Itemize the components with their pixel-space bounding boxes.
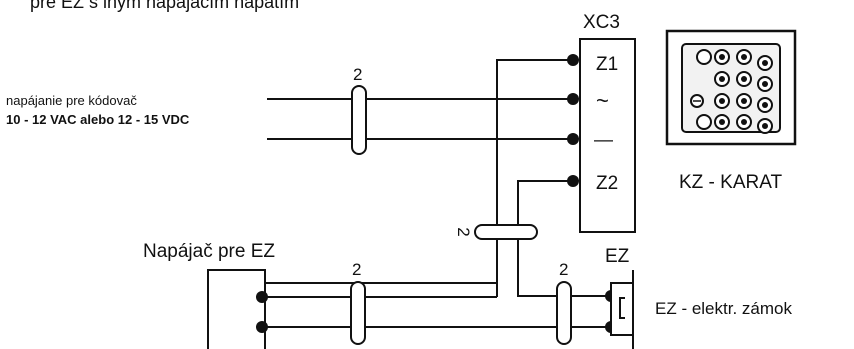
- pin-label-z2: Z2: [596, 173, 618, 194]
- pin-label-ac: ~: [596, 88, 609, 113]
- supply-label-1: napájanie pre kódovač: [6, 93, 137, 108]
- cable-ellipse-psu: [350, 281, 366, 345]
- wire-z1: [265, 59, 573, 284]
- cable-ellipse-lock: [556, 281, 572, 345]
- pin-label-minus: —: [594, 130, 613, 151]
- cable-ellipse-center: [474, 224, 538, 240]
- connector-label: XC3: [583, 12, 620, 33]
- cable-count-lock: 2: [559, 260, 568, 279]
- keypad-icon: [665, 29, 797, 146]
- psu-title: Napájač pre EZ: [143, 241, 275, 262]
- cable-count-center: 2: [454, 227, 473, 236]
- cable-count-supply: 2: [353, 65, 362, 84]
- diagram-header: pre EZ s iným napájacím napätím: [30, 0, 299, 12]
- cable-count-psu: 2: [352, 260, 361, 279]
- lock-caption: EZ - elektr. zámok: [655, 299, 792, 318]
- keypad-caption: KZ - KARAT: [679, 172, 782, 193]
- psu-box: [207, 269, 266, 349]
- lock-name: EZ: [605, 246, 630, 267]
- lock-body: [610, 282, 634, 336]
- lock-bracket-icon: [619, 297, 625, 319]
- connector-block: [579, 38, 636, 233]
- cable-ellipse-supply: [351, 85, 367, 155]
- pin-label-z1: Z1: [596, 54, 618, 75]
- supply-label-2: 10 - 12 VAC alebo 12 - 15 VDC: [6, 112, 190, 127]
